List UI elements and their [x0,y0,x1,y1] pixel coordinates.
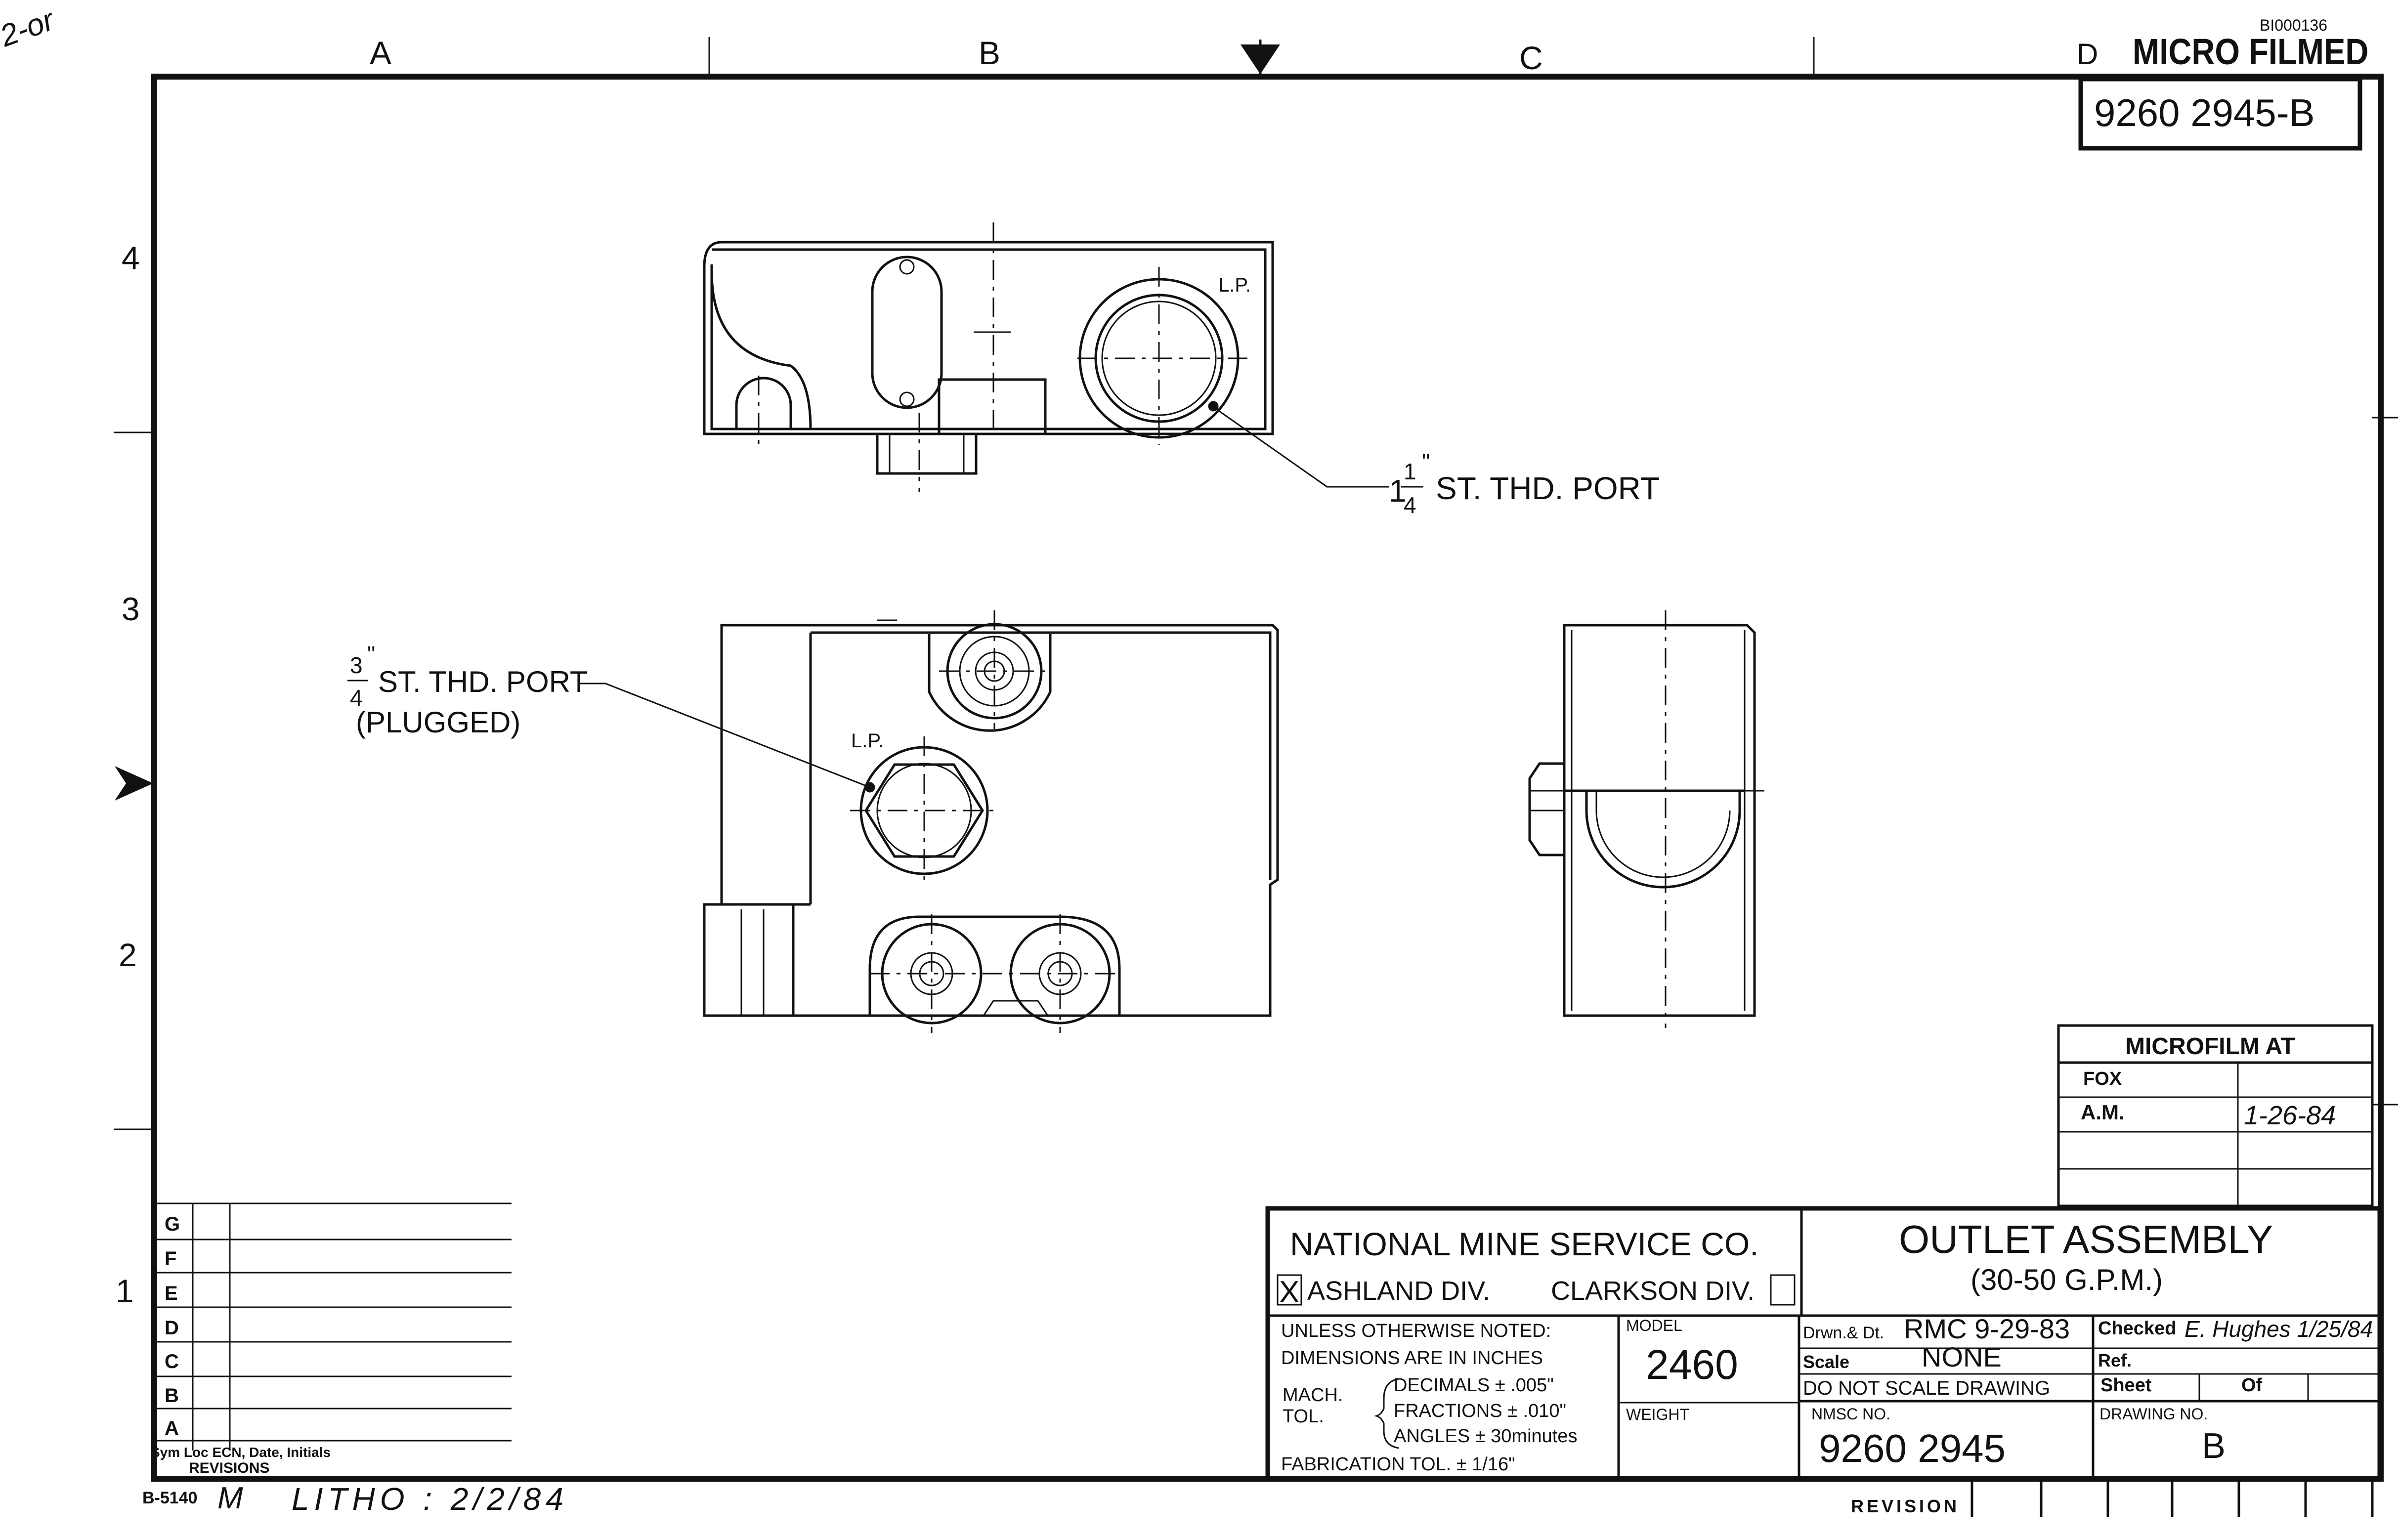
tol-tol: TOL. [1283,1406,1324,1427]
center-arrow-left [115,766,153,801]
zone-col-d: D [2077,38,2098,71]
company-name: NATIONAL MINE SERVICE CO. [1290,1226,1759,1262]
top-view-lp-label: L.P. [1218,274,1251,296]
microfilm-id: BI000136 [2260,16,2327,34]
drawing-number-box: 9260 2945-B [2078,77,2362,151]
division-ashland: ASHLAND DIV. [1307,1276,1490,1306]
drawing-subtitle: (30-50 G.P.M.) [1970,1263,2163,1296]
revision-letter-b: B [165,1385,179,1407]
microfilm-row-fox-label: FOX [2083,1069,2122,1089]
drawing-no-value: B [2202,1426,2226,1466]
litho-initials: M [217,1481,243,1515]
scale-value: NONE [1922,1341,2002,1372]
weight-label: WEIGHT [1626,1406,1689,1423]
revision-letter-a: A [165,1417,179,1439]
callout-0-75-text: ST. THD. PORT [378,665,588,698]
revision-label: REVISION [1851,1496,1960,1516]
tol-fabrication: FABRICATION TOL. ± 1/16" [1281,1454,1515,1475]
zone-col-b: B [979,35,1000,71]
tol-line-2: DIMENSIONS ARE IN INCHES [1281,1348,1543,1369]
front-view [578,610,1279,1033]
nmsc-label: NMSC NO. [1811,1405,1890,1423]
scale-label: Scale [1803,1352,1849,1372]
revision-footer-title: REVISIONS [189,1460,269,1476]
side-view [1528,610,1769,1028]
model-value: 2460 [1646,1341,1738,1388]
callout-0-75-num: 3 [350,652,363,678]
microfilm-row-am-label: A.M. [2081,1101,2125,1124]
revision-letter-g: G [165,1213,180,1235]
revision-letter-e: E [165,1283,178,1304]
microfilm-box: MICROFILM AT FOX A.M. 1-26-84 [2057,1024,2374,1207]
zone-row-3: 3 [122,591,140,627]
zone-row-labels: 4 3 2 1 [116,240,140,1309]
callout-1-25-num: 1 [1404,459,1416,484]
revisions-block: G F E D C B A Sym Loc ECN, Date, Initial… [151,1202,512,1476]
drawing-number-text: 9260 2945-B [2094,91,2315,134]
microfilm-row-am-value: 1-26-84 [2244,1101,2336,1130]
callout-1-25-den: 4 [1404,492,1416,518]
microfilm-title: MICROFILM AT [2125,1033,2295,1060]
zone-col-c: C [1519,40,1543,76]
model-label: MODEL [1626,1317,1682,1334]
revision-letter-f: F [165,1248,176,1270]
do-not-scale: DO NOT SCALE DRAWING [1803,1377,2050,1399]
callout-0-75-sub: (PLUGGED) [356,706,520,739]
form-number: B-5140 [142,1489,198,1507]
micro-filmed-stamp: MICRO FILMED [2133,31,2368,72]
revision-strip: REVISION [1851,1479,2374,1517]
ref-label: Ref. [2098,1350,2132,1370]
top-view [703,222,1389,492]
checked-label: Checked [2098,1318,2176,1339]
zone-row-1: 1 [116,1273,134,1309]
division-checkbox-ashland [1277,1274,1302,1306]
tol-line-1: UNLESS OTHERWISE NOTED: [1281,1321,1551,1341]
division-clarkson: CLARKSON DIV. [1551,1276,1755,1306]
zone-col-a: A [370,35,391,71]
drawn-label: Drwn.& Dt. [1803,1324,1884,1342]
callout-0-75-inch: " [367,642,375,667]
of-label: Of [2241,1375,2263,1396]
drawing-title: OUTLET ASSEMBLY [1899,1217,2273,1261]
nmsc-value: 9260 2945 [1819,1426,2006,1470]
division-checkbox-mark: X [1279,1275,1299,1309]
revision-letter-c: C [165,1351,179,1372]
callout-1-25-whole: 1 [1389,473,1407,509]
litho-note: LITHO : 2/2/84 [292,1481,568,1517]
revision-letter-d: D [165,1317,179,1339]
zone-row-2: 2 [119,937,137,973]
zone-ticks [114,37,2398,1130]
callout-1-25-inch: " [1422,449,1430,474]
drawn-value: RMC 9-29-83 [1904,1313,2070,1344]
tol-mach: MACH. [1283,1385,1343,1406]
tol-angles: ANGLES ± 30minutes [1394,1426,1577,1447]
title-block: NATIONAL MINE SERVICE CO. X ASHLAND DIV.… [1265,1206,2382,1481]
callout-1-25-text: ST. THD. PORT [1436,471,1660,506]
checked-value: E. Hughes 1/25/84 [2184,1316,2373,1342]
sheet-label: Sheet [2100,1375,2152,1396]
revision-footer-cols: Sym Loc ECN, Date, Initials [151,1445,331,1460]
callout-0-75-den: 4 [350,685,363,711]
callout-port-1-25: 1 1 4 " ST. THD. PORT [1389,449,1660,518]
drawing-no-label: DRAWING NO. [2099,1405,2208,1423]
zone-row-4: 4 [122,240,140,276]
zone-column-labels: A B C D [370,35,2098,76]
corner-scrawl: 2-or [0,2,60,54]
tol-decimals: DECIMALS ± .005" [1394,1375,1554,1396]
front-view-lp-label: L.P. [851,730,884,752]
division-checkbox-clarkson [1770,1274,1796,1306]
tol-fractions: FRACTIONS ± .010" [1394,1401,1566,1421]
callout-port-0-75: 3 4 " ST. THD. PORT (PLUGGED) [347,642,588,739]
